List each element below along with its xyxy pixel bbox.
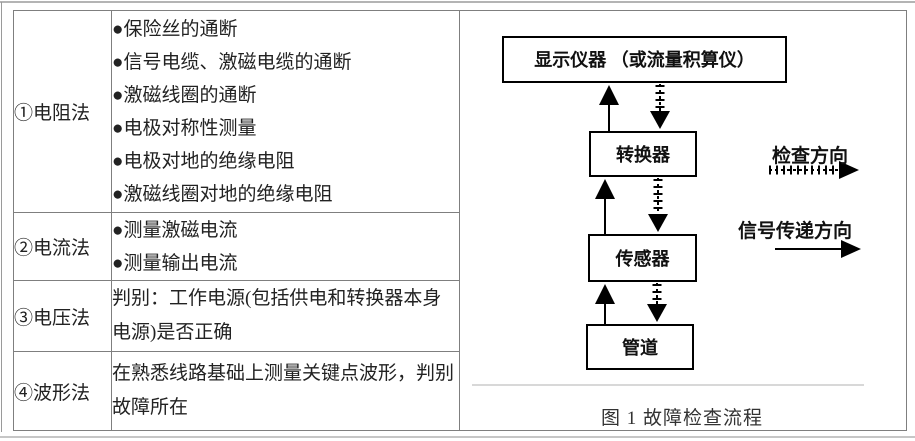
method-cell-voltage: ③电压法 (13, 280, 112, 352)
flow-box-sensor: 传感器 (588, 233, 697, 282)
figure-cell: 显示仪器 （或流量积算仪） 转换器 传感器 管道 检查方向 信号传递方向 图 1… (459, 10, 907, 431)
flow-box-display-instrument: 显示仪器 （或流量积算仪） (502, 35, 787, 83)
check-down-arrow (647, 282, 667, 322)
flow-box-converter: 转换器 (589, 130, 697, 177)
bullet-item: ●测量输出电流 (112, 252, 238, 274)
description-text: 判别：工作电源(包括供电和转换器本身电源)是否正确 (112, 288, 442, 343)
method-cell-current: ②电流法 (13, 212, 112, 281)
fault-check-flowchart: 显示仪器 （或流量积算仪） 转换器 传感器 管道 检查方向 信号传递方向 图 1… (460, 12, 904, 430)
check-direction-arrow-icon (769, 160, 859, 179)
page-edge-top (0, 1, 915, 3)
bullet-item: ●测量激磁电流 (112, 219, 238, 241)
check-direction-label: 检查方向 (771, 145, 848, 167)
method-cell-waveform: ④波形法 (13, 351, 112, 431)
signal-up-arrow (595, 283, 615, 325)
page-edge-bottom (0, 436, 915, 438)
signal-direction-arrow-icon (775, 239, 861, 258)
bullet-item: ●电极对称性测量 (112, 117, 257, 139)
flowchart-arrows (472, 83, 864, 385)
page-edge-left (1, 2, 2, 432)
method-cell-resistance: ①电阻法 (13, 10, 112, 213)
figure-caption: 图 1 故障检查流程 (600, 407, 763, 429)
methods-table: ①电阻法 ●保险丝的通断 ●信号电缆、激磁电缆的通断 ●激磁线圈的通断 ●电极对… (13, 10, 907, 431)
bullet-item: ●保险丝的通断 (112, 18, 238, 40)
bullet-item: ●电极对地的绝缘电阻 (112, 150, 295, 172)
description-text: 在熟悉线路基础上测量关键点波形，判别故障所在 (112, 363, 455, 418)
signal-up-arrow (599, 84, 619, 132)
flow-box-pipe: 管道 (586, 323, 694, 370)
table-row: ③电压法 判别：工作电源(包括供电和转换器本身电源)是否正确 (13, 280, 907, 352)
table-row: ①电阻法 ●保险丝的通断 ●信号电缆、激磁电缆的通断 ●激磁线圈的通断 ●电极对… (13, 10, 907, 431)
bullet-item: ●信号电缆、激磁电缆的通断 (112, 51, 352, 73)
check-down-arrow (648, 177, 668, 232)
signal-direction-label: 信号传递方向 (737, 220, 852, 242)
bullet-item: ●激磁线圈的通断 (112, 84, 257, 106)
check-down-arrow (650, 83, 670, 129)
description-cell-current: ●测量激磁电流 ●测量输出电流 (111, 212, 460, 281)
table-row: ②电流法 ●测量激磁电流 ●测量输出电流 (13, 212, 907, 281)
description-cell-voltage: 判别：工作电源(包括供电和转换器本身电源)是否正确 (111, 280, 460, 352)
description-cell-waveform: 在熟悉线路基础上测量关键点波形，判别故障所在 (111, 351, 460, 431)
table-row: ④波形法 在熟悉线路基础上测量关键点波形，判别故障所在 (13, 351, 907, 431)
signal-up-arrow (595, 178, 615, 235)
description-cell-resistance: ●保险丝的通断 ●信号电缆、激磁电缆的通断 ●激磁线圈的通断 ●电极对称性测量 … (111, 10, 460, 213)
bullet-item: ●激磁线圈对地的绝缘电阻 (112, 183, 333, 205)
